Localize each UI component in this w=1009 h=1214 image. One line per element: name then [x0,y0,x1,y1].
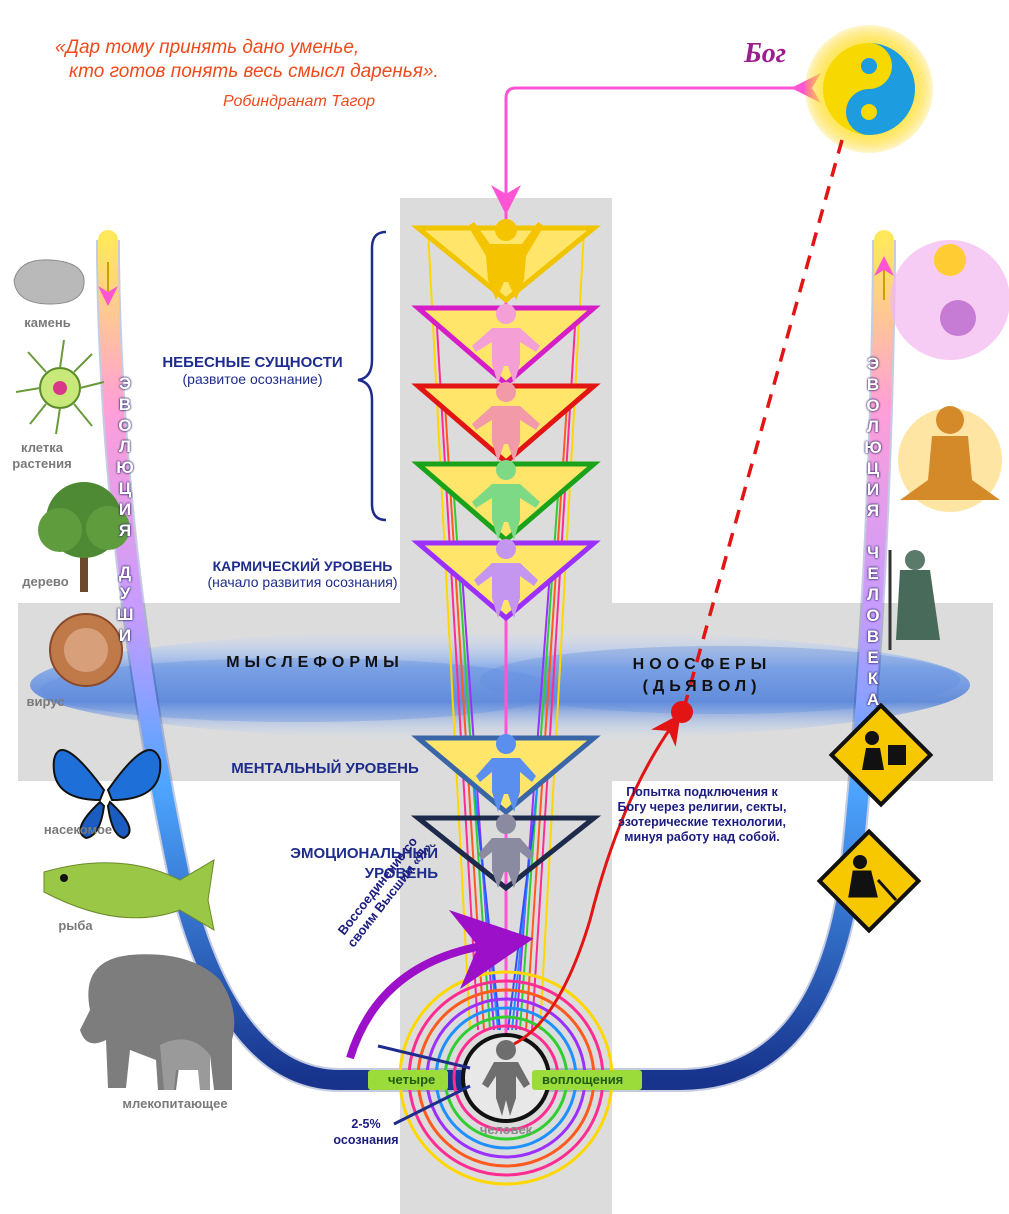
human-letter: В [867,627,879,648]
quote-line-2: кто готов понять весь смысл даренья». [55,60,439,84]
human-letter: К [868,669,878,690]
noosphere-label: НООСФЕРЫ (ДЬЯВОЛ) [612,654,792,698]
attempt-text: Попытка подключения к Богу через религии… [612,785,792,845]
human-letter: Л [867,417,879,438]
karmic-label: КАРМИЧЕСКИЙ УРОВЕНЬ (начало развития осо… [180,558,425,590]
human-letter: О [866,606,879,627]
human-letter: Ю [864,438,882,459]
human-letter: В [867,375,879,396]
awareness-percent: 2-5% [326,1116,406,1132]
stage-label-insect: насекомое [28,822,128,837]
thoughtforms-label: МЫСЛЕФОРМЫ [205,654,425,672]
human-letter: Е [867,648,878,669]
soul-letter: Л [119,437,131,458]
human-label: человек [470,1122,542,1137]
soul-letter: Ю [116,458,134,479]
human-evolution-text: Э В О Л Ю Ц И Я Ч Е Л О В Е К А [862,354,884,711]
stage-label-virus: вирус [8,694,83,709]
elephant-icon [80,954,234,1090]
stage-label-tree: дерево [8,574,83,589]
angel-icon [890,240,1009,360]
quote-block: «Дар тому принять дано уменье, кто готов… [55,36,439,114]
stage-label-stone: камень [10,315,85,330]
quote-line-1: «Дар тому принять дано уменье, [55,36,439,60]
soul-letter: В [119,395,131,416]
pill-right-label: воплощения [542,1072,623,1087]
soul-letter: Д [119,563,131,584]
human-letter: Ц [867,459,879,480]
karmic-subtitle: (начало развития осознания) [180,574,425,590]
soul-letter: Э [119,374,131,395]
noosphere-red-dot [671,701,693,723]
soul-letter: Ц [119,479,131,500]
heavenly-title: НЕБЕСНЫЕ СУЩНОСТИ [140,354,365,371]
noosphere-line-1: НООСФЕРЫ [612,654,792,676]
human-letter: Ч [867,543,879,564]
human-letter: Я [867,501,879,522]
virus-icon [50,614,122,686]
human-letter: О [866,396,879,417]
soul-letter: И [119,626,131,647]
awareness-text: 2-5% осознания [326,1116,406,1148]
heavenly-label: НЕБЕСНЫЕ СУЩНОСТИ (развитое осознание) [140,354,365,387]
meditating-figure-icon [898,406,1002,512]
god-yinyang-icon [805,25,933,153]
human-letter: И [867,480,879,501]
plant-cell-icon [16,340,104,434]
stage-label-cell: клетка растения [2,440,82,472]
soul-letter: Я [119,521,131,542]
quote-author: Робиндранат Тагор [55,90,439,114]
soul-evolution-text: Э В О Л Ю Ц И Я Д У Ш И [114,374,136,647]
human-letter: Л [867,585,879,606]
noosphere-cloud [30,629,970,741]
stage-label-fish: рыба [38,918,113,933]
human-letter: Е [867,564,878,585]
soul-letter: О [118,416,131,437]
stone-icon [14,260,84,304]
god-label: Бог [744,38,786,70]
human-letter: А [867,690,879,711]
soul-letter: Ш [116,605,133,626]
pill-left-label: четыре [388,1072,435,1087]
mental-label: МЕНТАЛЬНЫЙ УРОВЕНЬ [210,760,440,777]
noosphere-line-2: (ДЬЯВОЛ) [612,676,792,698]
karmic-title: КАРМИЧЕСКИЙ УРОВЕНЬ [180,558,425,574]
human-letter: Э [867,354,879,375]
awareness-word: осознания [326,1132,406,1148]
stage-label-mammal: млекопитающее [110,1096,240,1111]
soul-letter: У [120,584,131,605]
hermit-icon [890,550,940,650]
soul-letter: И [119,500,131,521]
god-link-arrow [506,88,806,200]
heavenly-subtitle: (развитое осознание) [140,371,365,387]
